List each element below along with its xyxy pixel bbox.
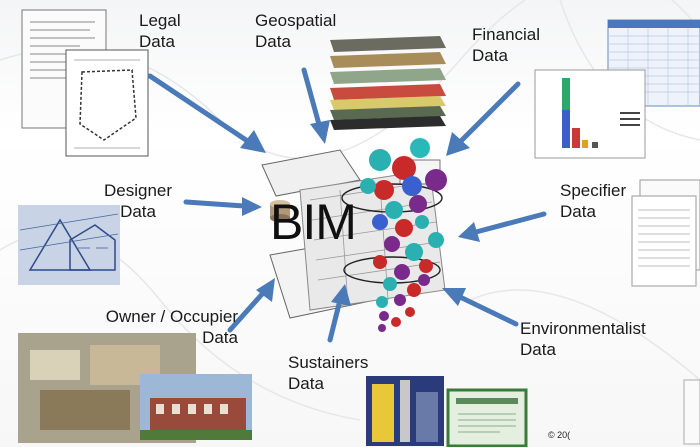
database-icon — [270, 200, 290, 222]
legal-documents-image — [21, 9, 149, 157]
warranty-certificate-image — [446, 388, 528, 447]
designer-sketch-image — [18, 205, 120, 285]
arrow-owner — [227, 278, 275, 333]
arrow-environmentalist — [442, 288, 519, 327]
edge-document-image — [683, 379, 700, 445]
specifier-documents-image — [631, 179, 700, 287]
arrows — [147, 67, 547, 343]
molecule-cluster — [341, 138, 447, 332]
arrow-sustainers — [327, 284, 351, 343]
arrow-designer — [183, 197, 262, 216]
arrow-geospatial — [301, 67, 330, 144]
sustainers-photo — [366, 376, 444, 446]
copyright-text: © 20( — [548, 430, 571, 440]
geospatial-layers-image — [330, 36, 446, 130]
financial-bar-chart — [562, 78, 598, 148]
arrow-financial — [446, 81, 521, 156]
owner-occupier-photo — [18, 333, 252, 443]
arrow-legal — [147, 73, 266, 153]
arrow-specifier — [458, 211, 547, 242]
bim-center-label: BIM — [270, 194, 357, 250]
financial-spreadsheet-image — [534, 19, 700, 159]
